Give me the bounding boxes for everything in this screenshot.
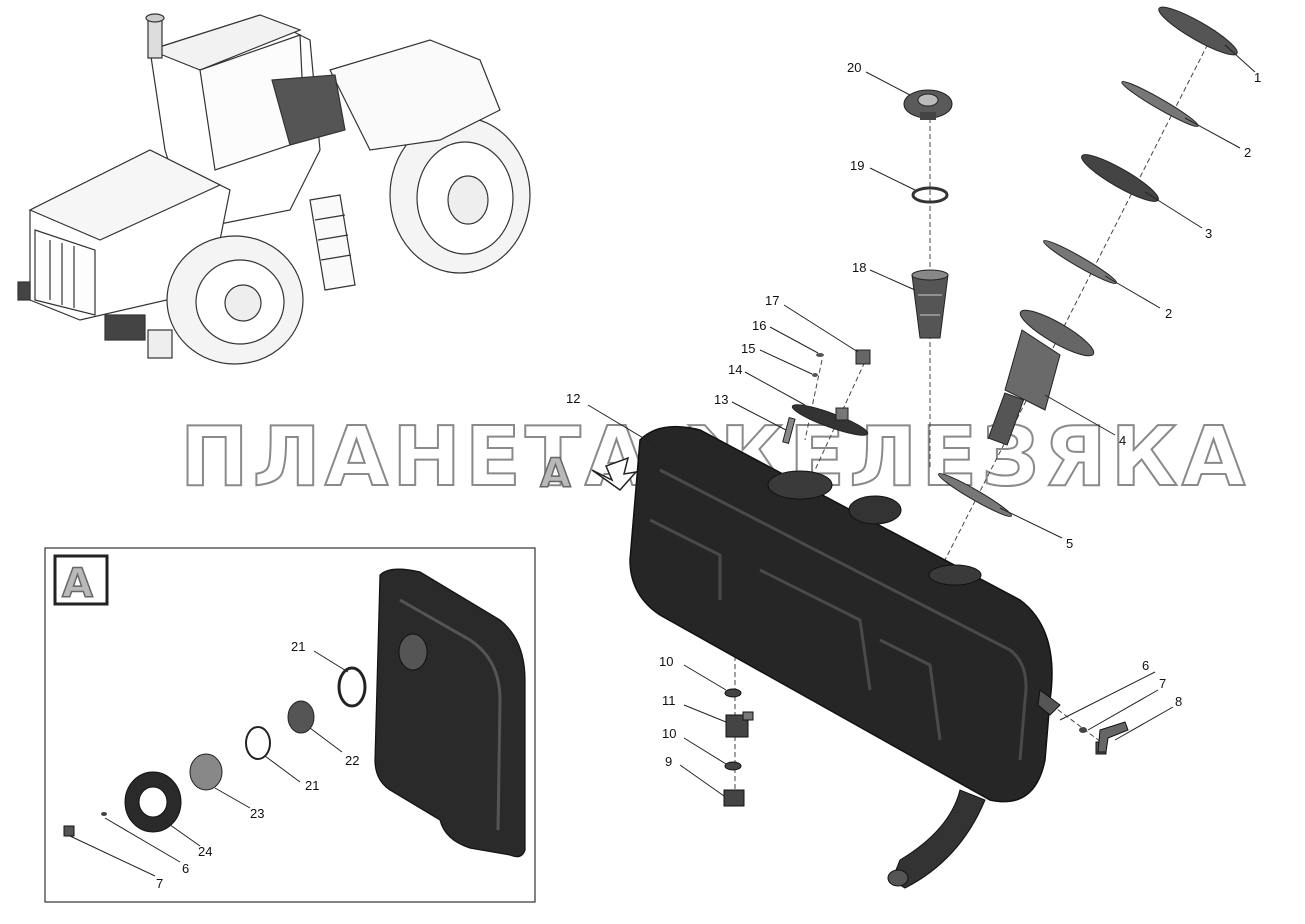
tractor-illustration: [17, 13, 531, 365]
inset-ring-21-upper: [337, 666, 367, 708]
callout-5: 5: [1066, 536, 1073, 551]
callout-16: 16: [752, 318, 766, 333]
washer-6-right: [1079, 727, 1087, 733]
valve-11: [725, 711, 754, 738]
callout-19: 19: [850, 158, 864, 173]
inset-callout-23: 23: [250, 806, 264, 821]
callout-1: 1: [1254, 70, 1261, 85]
callout-2-upper: 2: [1244, 145, 1251, 160]
callout-8: 8: [1175, 694, 1182, 709]
inset-callout-21-lower: 21: [305, 778, 319, 793]
inset-callout-22: 22: [345, 753, 359, 768]
callout-10-lower: 10: [662, 726, 676, 741]
gasket-2-lower: [1043, 240, 1117, 284]
view-a-marker: A: [539, 450, 638, 498]
callout-3: 3: [1205, 226, 1212, 241]
callout-20: 20: [847, 60, 861, 75]
inset-plug-22: [287, 700, 315, 734]
filler-neck-4: [987, 309, 1095, 446]
cap-disc-1: [1158, 6, 1238, 56]
callout-12: 12: [566, 391, 580, 406]
callout-13: 13: [714, 392, 728, 407]
callout-15: 15: [741, 341, 755, 356]
callout-6-right: 6: [1142, 658, 1149, 673]
inset-view-a: A 21 22 21 23 24 6 7: [44, 547, 536, 903]
callout-14: 14: [728, 362, 742, 377]
inset-disc-23: [189, 753, 223, 791]
washer-15: [812, 373, 818, 377]
washer-16: [816, 353, 824, 357]
callout-9: 9: [665, 754, 672, 769]
callout-17: 17: [765, 293, 779, 308]
inset-callout-24: 24: [198, 844, 212, 859]
fuel-tank-12: [629, 425, 1061, 889]
callout-4: 4: [1119, 433, 1126, 448]
callout-11: 11: [662, 693, 676, 708]
plug-9: [723, 789, 745, 807]
callout-7-right: 7: [1159, 676, 1166, 691]
fitting-17: [855, 349, 871, 365]
strainer-18: [911, 269, 949, 339]
inset-callout-7: 7: [156, 876, 163, 891]
inset-title: A: [62, 561, 93, 607]
svg-text:A: A: [540, 451, 571, 497]
sensor-plate-14: [791, 404, 869, 436]
washer-10-upper: [724, 688, 742, 698]
callout-10-upper: 10: [659, 654, 673, 669]
gasket-5: [938, 473, 1012, 517]
callout-numbers: 1 2 3 2 4 5 20 19 18 17 16 15 14 13 12 6…: [566, 60, 1261, 769]
gasket-2-upper: [1121, 81, 1199, 127]
callout-2-lower: 2: [1165, 306, 1172, 321]
fitting-8: [1097, 721, 1129, 753]
callout-18: 18: [852, 260, 866, 275]
inset-callout-6: 6: [182, 861, 189, 876]
inset-washer-6: [101, 812, 107, 816]
inset-bolt-7: [63, 825, 75, 837]
cap-20: [903, 89, 953, 120]
ring-19: [911, 186, 949, 204]
inset-ring-21-lower: [245, 726, 271, 760]
view-arrow-icon: [591, 456, 638, 492]
washer-10-lower: [724, 761, 742, 771]
ring-3: [1081, 154, 1159, 202]
inset-callout-21-upper: 21: [291, 639, 305, 654]
leader-lines: [587, 44, 1256, 797]
